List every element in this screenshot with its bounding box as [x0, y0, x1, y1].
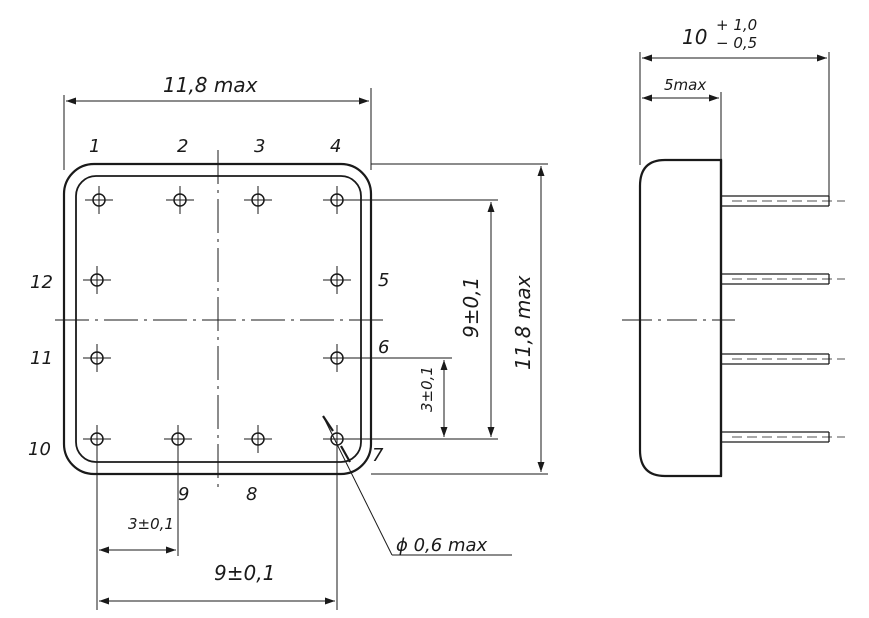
- dimension-side-body: 5max: [642, 76, 722, 160]
- side-pin-row-1: [721, 195, 845, 207]
- dimension-side-total-base: 10: [682, 25, 707, 49]
- pin-hole-2: [166, 186, 194, 214]
- front-view: 1 2 3 4 5 6 7 8 9 10 11 12 11,8 max 11,8…: [28, 73, 548, 610]
- pin-hole-1: [85, 186, 113, 214]
- pin-label-10: 10: [28, 439, 51, 460]
- pin-hole-5: [323, 266, 351, 294]
- side-view: 10 + 1,0 − 0,5 5max: [622, 16, 845, 478]
- dimension-side-body-label: 5max: [664, 76, 706, 94]
- dimension-horizontal-pitch-single-label: 3±0,1: [128, 515, 174, 533]
- side-body: [638, 158, 723, 478]
- pin-hole-11: [83, 344, 111, 372]
- pin-label-2: 2: [177, 136, 188, 157]
- pin-label-7: 7: [372, 445, 384, 466]
- dimension-vertical-pitch-single: 3±0,1: [345, 357, 452, 437]
- pin-label-1: 1: [89, 136, 100, 157]
- pin-label-6: 6: [378, 337, 389, 358]
- dimension-horizontal-pitch-single: 3±0,1: [96, 447, 179, 610]
- dimension-side-total-upper: + 1,0: [716, 16, 757, 34]
- dimension-horizontal-pitch-total: 9±0,1: [99, 447, 338, 610]
- side-pin-row-4: [721, 431, 845, 443]
- dimension-width-label: 11,8 max: [163, 73, 258, 97]
- pin-label-12: 12: [30, 272, 53, 293]
- dimension-horizontal-pitch-total-label: 9±0,1: [214, 561, 275, 585]
- dimension-side-total-lower: − 0,5: [716, 34, 757, 52]
- pin-label-4: 4: [330, 136, 341, 157]
- side-pin-row-2: [721, 273, 845, 285]
- pin-label-5: 5: [378, 270, 389, 291]
- dimension-pin-diameter: ϕ 0,6 max: [322, 415, 512, 556]
- pin-label-3: 3: [254, 136, 265, 157]
- pin-label-11: 11: [30, 348, 53, 369]
- pin-label-9: 9: [178, 484, 189, 505]
- pin-hole-9: [164, 425, 192, 453]
- dimension-vertical-pitch-total: 9±0,1: [345, 199, 498, 440]
- dimension-height: 11,8 max: [371, 163, 548, 475]
- side-pin-row-3: [721, 353, 845, 365]
- pin-holes: [83, 186, 351, 453]
- pin-label-8: 8: [246, 484, 257, 505]
- dimension-vertical-pitch-single-label: 3±0,1: [418, 366, 436, 412]
- side-pins: [721, 195, 845, 443]
- dimension-vertical-pitch-total-label: 9±0,1: [459, 277, 483, 338]
- pin-hole-3: [244, 186, 272, 214]
- dimension-width: 11,8 max: [63, 73, 372, 170]
- dimension-side-total: 10 + 1,0 − 0,5: [639, 16, 830, 196]
- dimension-height-label: 11,8 max: [511, 275, 535, 370]
- dimension-pin-diameter-label: ϕ 0,6 max: [396, 535, 488, 556]
- pin-hole-12: [83, 266, 111, 294]
- pin-hole-8: [244, 425, 272, 453]
